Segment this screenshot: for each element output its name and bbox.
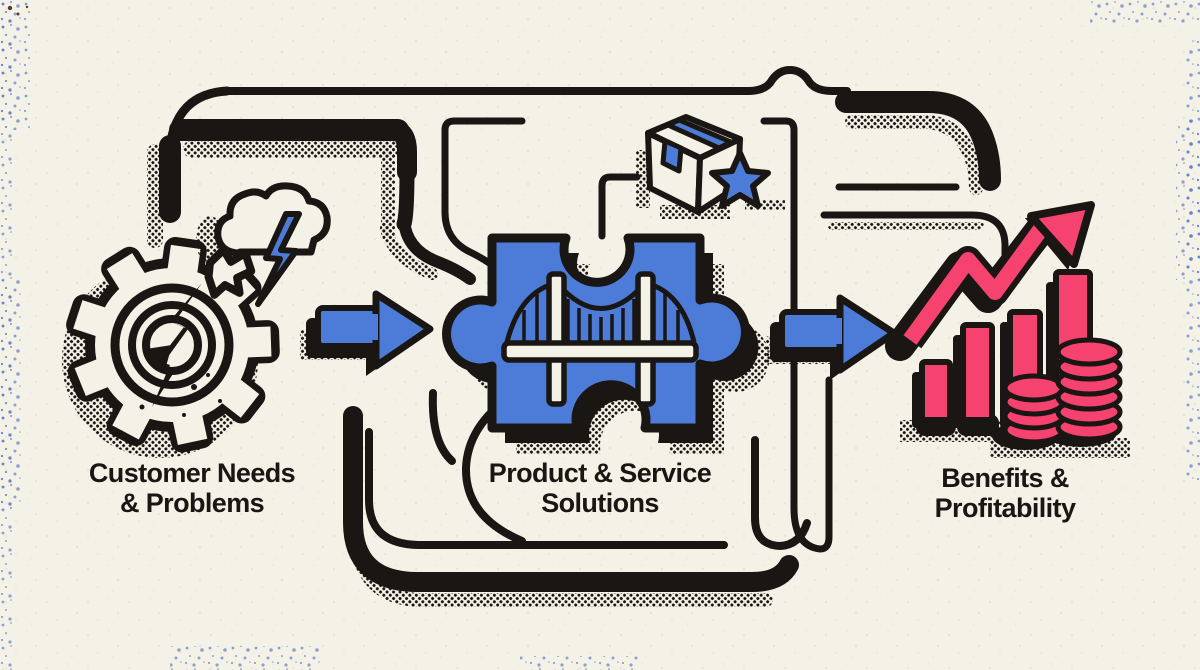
puzzle-piece-bridge-icon — [442, 233, 770, 454]
star-icon — [709, 150, 771, 209]
bridge-icon — [501, 271, 699, 407]
growth-arrow-bars-coins-icon — [885, 201, 1130, 458]
broken-gear-storm-cloud-icon — [62, 182, 331, 458]
package-box-with-star-icon — [636, 114, 785, 219]
label-line: Benefits & — [941, 463, 1069, 493]
label-line: Profitability — [934, 493, 1076, 523]
label-line: & Problems — [119, 488, 265, 518]
connector-arrow-right — [766, 294, 898, 380]
label-line: Product & Service — [488, 458, 712, 488]
label-line: Customer Needs — [88, 458, 296, 488]
step-label-customer-needs: Customer Needs & Problems — [32, 458, 352, 518]
maze-path-lines — [147, 66, 1009, 607]
step-label-benefits-profitability: Benefits & Profitability — [845, 463, 1165, 523]
coin-stack-icon — [1002, 337, 1123, 445]
storm-cloud-icon — [196, 182, 331, 307]
label-line: Solutions — [541, 488, 659, 518]
step-label-product-service: Product & Service Solutions — [440, 458, 760, 518]
lightning-bolt-icon — [255, 211, 302, 307]
connector-arrow-left — [300, 290, 434, 376]
